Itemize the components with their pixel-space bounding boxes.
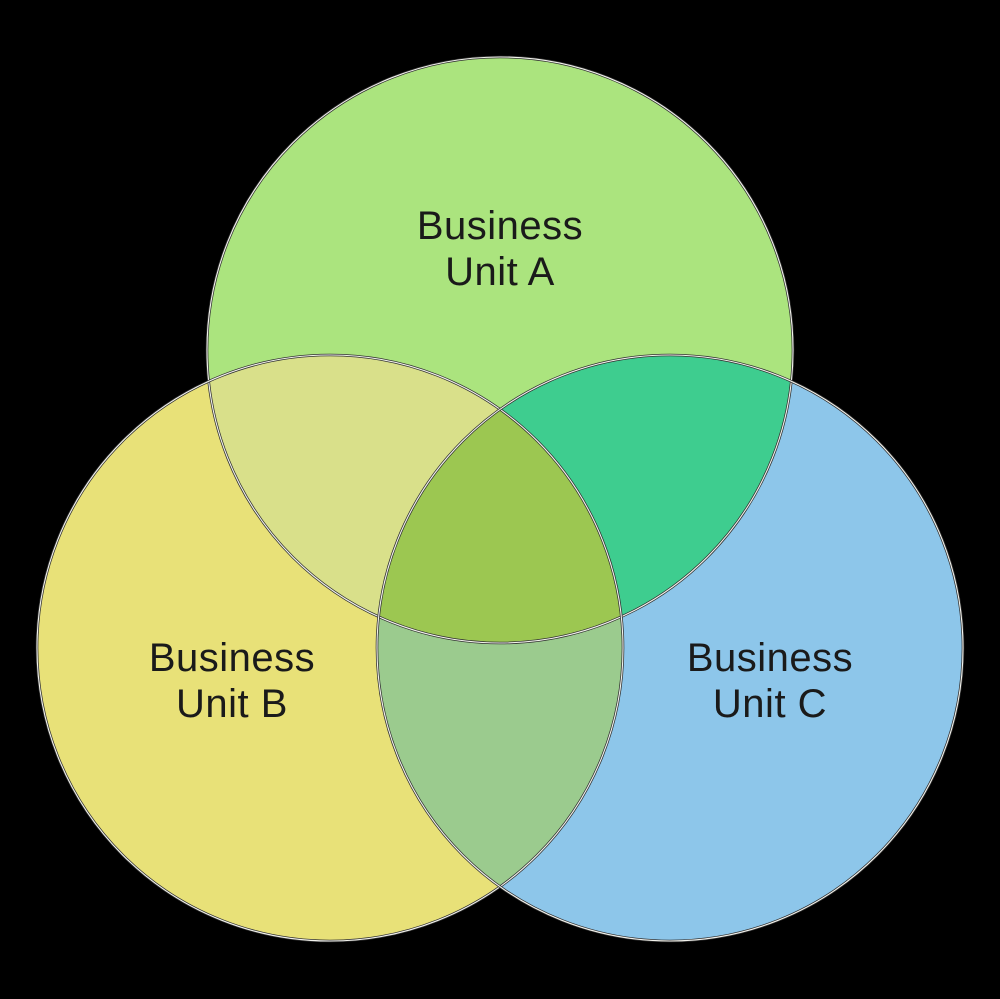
label-unit-c-line2: Unit C — [712, 682, 828, 726]
label-unit-a: Business Unit A — [417, 203, 583, 295]
overlap-ab-region — [207, 355, 623, 643]
label-unit-b: Business Unit B — [149, 635, 315, 727]
circle-a-outline-light — [206, 56, 794, 644]
label-unit-b-line2: Unit B — [176, 682, 288, 726]
label-unit-b-line1: Business — [148, 636, 316, 680]
circle-b-outline-light — [36, 354, 624, 942]
label-unit-a-line2: Unit A — [445, 250, 555, 294]
label-unit-c-line1: Business — [686, 636, 854, 680]
overlap-ac-region — [377, 355, 793, 643]
label-unit-c: Business Unit C — [687, 635, 853, 727]
circle-c-outline-light — [376, 354, 964, 942]
circle-outlines — [35, 55, 965, 943]
label-unit-a-line1: Business — [416, 204, 584, 248]
